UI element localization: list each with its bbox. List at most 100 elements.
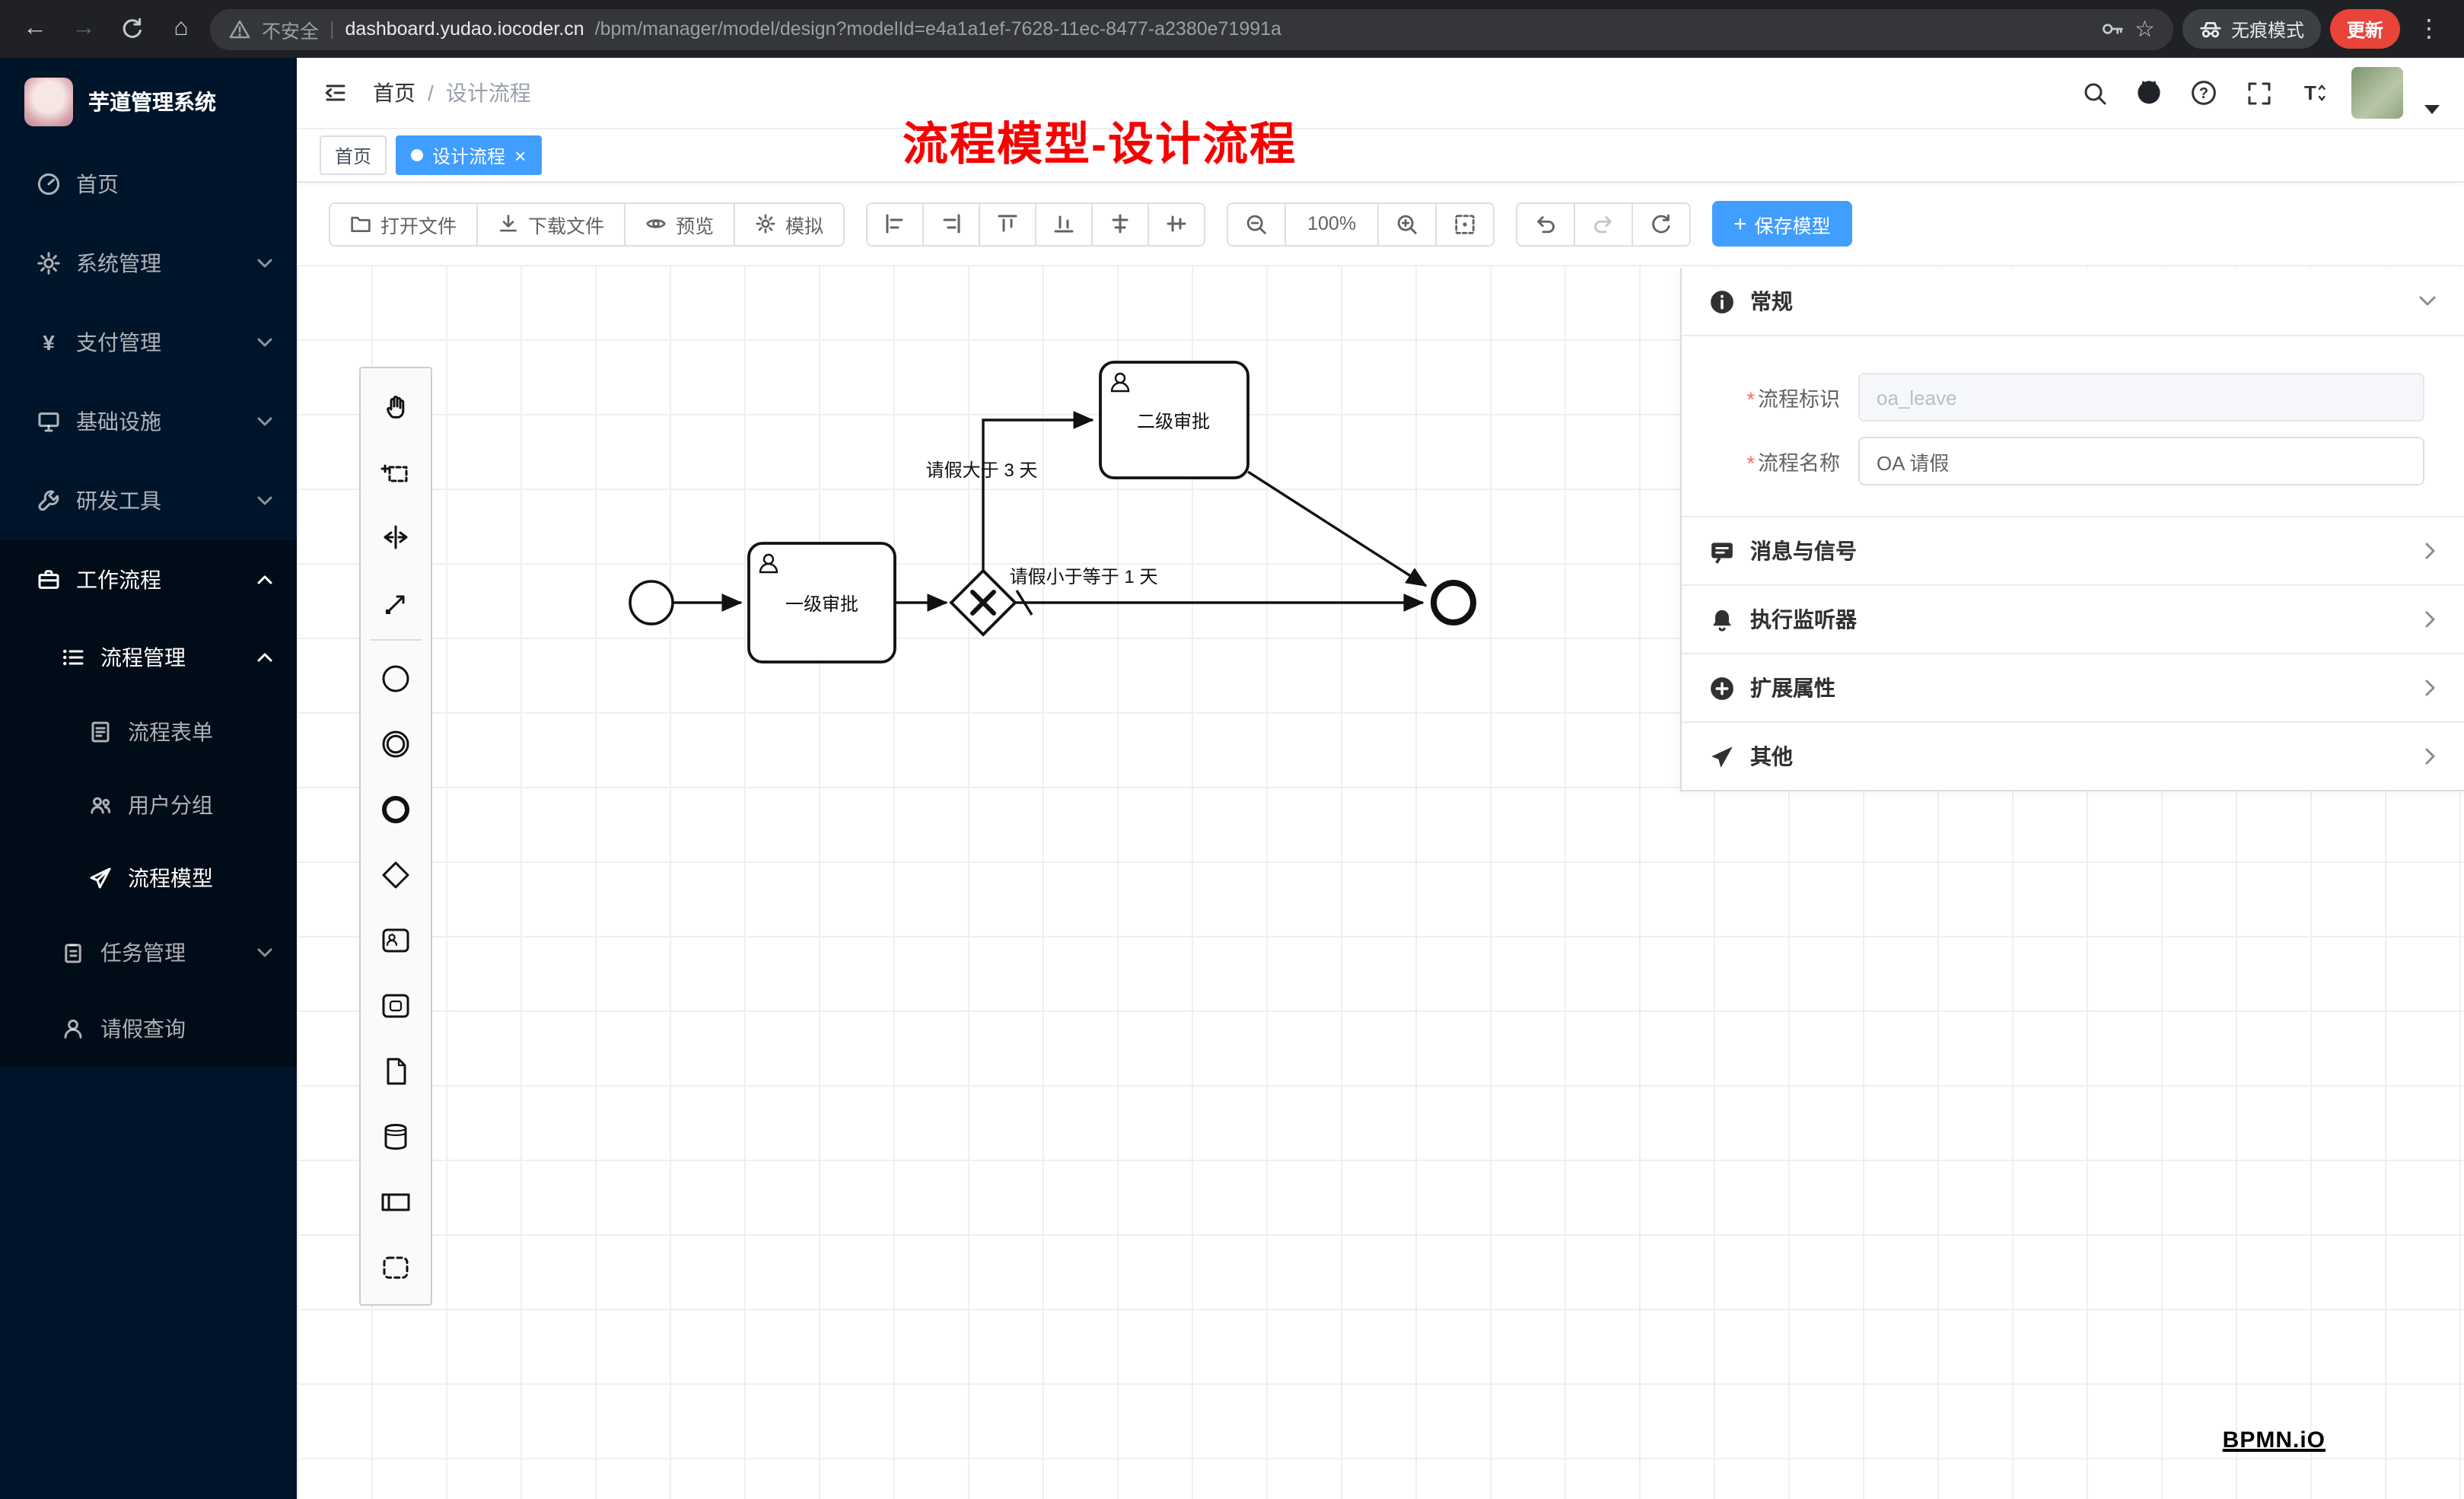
user-task-1[interactable]: 一级审批 [747, 542, 896, 664]
gateway-x-icon [970, 590, 996, 616]
github-icon[interactable] [2132, 76, 2166, 110]
sidebar-item-dev[interactable]: 研发工具 [0, 461, 297, 540]
align-center-h-button[interactable] [1093, 203, 1150, 244]
user-task-2[interactable]: 二级审批 [1099, 361, 1250, 479]
sidebar-item-process-form[interactable]: 流程表单 [0, 695, 297, 769]
align-center-v-button[interactable] [1149, 203, 1205, 244]
redo-icon [1594, 215, 1612, 233]
font-size-icon[interactable]: T [2297, 76, 2330, 110]
tab-home[interactable]: 首页 [320, 135, 387, 175]
create-data-store[interactable] [365, 1103, 426, 1169]
align-top-button[interactable] [980, 203, 1037, 244]
bpmn-diagram: 请假大于 3 天 请假小于等于 1 天 一级审批 [629, 361, 1476, 664]
sequence-flow-gateway-to-task2[interactable] [982, 411, 1094, 572]
incognito-icon [2200, 21, 2221, 37]
password-key-icon[interactable] [2099, 17, 2124, 41]
bookmark-star-icon[interactable]: ☆ [2135, 17, 2155, 43]
panel-section-extensions[interactable]: 扩展属性 [1682, 654, 2464, 723]
panel-section-other[interactable]: 其他 [1682, 723, 2464, 790]
sidebar-item-process-mgmt[interactable]: 流程管理 [0, 619, 297, 695]
fullscreen-icon[interactable] [2242, 76, 2275, 110]
zoom-out-button[interactable] [1228, 203, 1287, 244]
align-center-vertical-icon [1167, 215, 1186, 232]
download-file-button[interactable]: 下载文件 [478, 203, 626, 244]
sidebar-item-process-model[interactable]: 流程模型 [0, 842, 297, 915]
hand-tool[interactable] [365, 373, 426, 438]
panel-section-general[interactable]: 常规 [1682, 268, 2464, 336]
sidebar-item-pay[interactable]: ¥ 支付管理 [0, 303, 297, 382]
url-path: /bpm/manager/model/design?modelId=e4a1a1… [594, 18, 1281, 40]
redo-button[interactable] [1575, 203, 1634, 244]
create-end-event[interactable] [365, 776, 426, 842]
url-bar[interactable]: 不安全 | dashboard.yudao.iocoder.cn/bpm/man… [210, 8, 2173, 49]
sidebar-item-task-mgmt[interactable]: 任务管理 [0, 915, 297, 991]
save-model-button[interactable]: + 保存模型 [1712, 201, 1852, 247]
sequence-flow-task2-to-end[interactable] [1247, 470, 1428, 587]
tab-design-process[interactable]: 设计流程 × [396, 135, 542, 175]
panel-section-messages[interactable]: 消息与信号 [1682, 517, 2464, 586]
search-icon[interactable] [2077, 76, 2111, 110]
flow-label-gt[interactable]: 请假大于 3 天 [926, 460, 1038, 481]
exclusive-gateway[interactable] [949, 568, 1017, 637]
undo-button[interactable] [1517, 203, 1576, 244]
document-icon [88, 720, 113, 744]
gear-icon [37, 251, 61, 275]
app-title: 芋道管理系统 [88, 90, 216, 114]
breadcrumb-home[interactable]: 首页 [373, 81, 415, 105]
process-name-input[interactable] [1858, 437, 2424, 485]
bpmn-canvas[interactable]: 请假大于 3 天 请假小于等于 1 天 一级审批 [297, 265, 2464, 1499]
panel-section-listeners[interactable]: 执行监听器 [1682, 586, 2464, 654]
sidebar-item-user-group[interactable]: 用户分组 [0, 769, 297, 842]
bpmn-palette [359, 367, 432, 1306]
align-bottom-icon [1054, 215, 1074, 233]
preview-button[interactable]: 预览 [626, 203, 736, 244]
sidebar-collapse-icon[interactable] [318, 76, 352, 110]
sidebar-item-workflow[interactable]: 工作流程 [0, 540, 297, 619]
user-avatar[interactable] [2351, 67, 2403, 119]
sidebar-item-system[interactable]: 系统管理 [0, 224, 297, 303]
restart-button[interactable] [1633, 203, 1690, 244]
zoom-in-button[interactable] [1379, 203, 1437, 244]
process-key-input[interactable] [1858, 373, 2424, 422]
browser-menu-icon[interactable]: ⋮ [2417, 17, 2441, 43]
sidebar-item-infra[interactable]: 基础设施 [0, 382, 297, 461]
create-subprocess[interactable] [365, 972, 426, 1038]
create-participant[interactable] [365, 1169, 426, 1234]
create-exclusive-gateway[interactable] [365, 842, 426, 907]
update-button[interactable]: 更新 [2329, 9, 2400, 49]
space-tool[interactable] [365, 504, 426, 569]
align-left-button[interactable] [867, 203, 925, 244]
flow-label-le[interactable]: 请假小于等于 1 天 [1010, 567, 1158, 587]
avatar-dropdown-caret[interactable] [2424, 105, 2440, 114]
align-bottom-button[interactable] [1036, 203, 1094, 244]
sidebar-item-home[interactable]: 首页 [0, 145, 297, 224]
security-label[interactable]: 不安全 [262, 21, 320, 42]
create-data-object[interactable] [365, 1038, 426, 1103]
designer-toolbar: 打开文件 下载文件 预览 模拟 [297, 183, 2464, 265]
url-divider: | [329, 18, 335, 40]
wrench-icon [37, 489, 61, 513]
simulate-button[interactable]: 模拟 [735, 203, 844, 244]
end-event[interactable] [1431, 580, 1476, 625]
lasso-tool[interactable] [365, 438, 426, 504]
align-right-button[interactable] [924, 203, 981, 244]
back-icon[interactable]: ← [23, 15, 47, 41]
create-group[interactable] [365, 1234, 426, 1300]
global-connect-tool[interactable] [365, 569, 426, 635]
home-icon[interactable]: ⌂ [173, 15, 189, 41]
sidebar-item-leave-query[interactable]: 请假查询 [0, 991, 297, 1067]
app-logo[interactable]: 芋道管理系统 [0, 58, 297, 145]
forward-icon[interactable]: → [72, 15, 96, 41]
create-user-task[interactable] [365, 907, 426, 972]
sidebar: 芋道管理系统 首页 系统管理 ¥ 支付管理 基础设施 [0, 58, 297, 1499]
bpmn-io-logo[interactable]: BPMN.iO [2222, 1427, 2326, 1453]
help-icon[interactable]: ? [2187, 76, 2220, 110]
reload-icon[interactable] [113, 9, 152, 49]
zoom-reset-button[interactable] [1437, 203, 1494, 244]
start-event[interactable] [629, 580, 674, 625]
create-intermediate-event[interactable] [365, 711, 426, 776]
create-start-event[interactable] [365, 645, 426, 711]
incognito-badge[interactable]: 无痕模式 [2182, 9, 2321, 49]
open-file-button[interactable]: 打开文件 [330, 203, 479, 244]
tab-close-icon[interactable]: × [514, 144, 527, 167]
